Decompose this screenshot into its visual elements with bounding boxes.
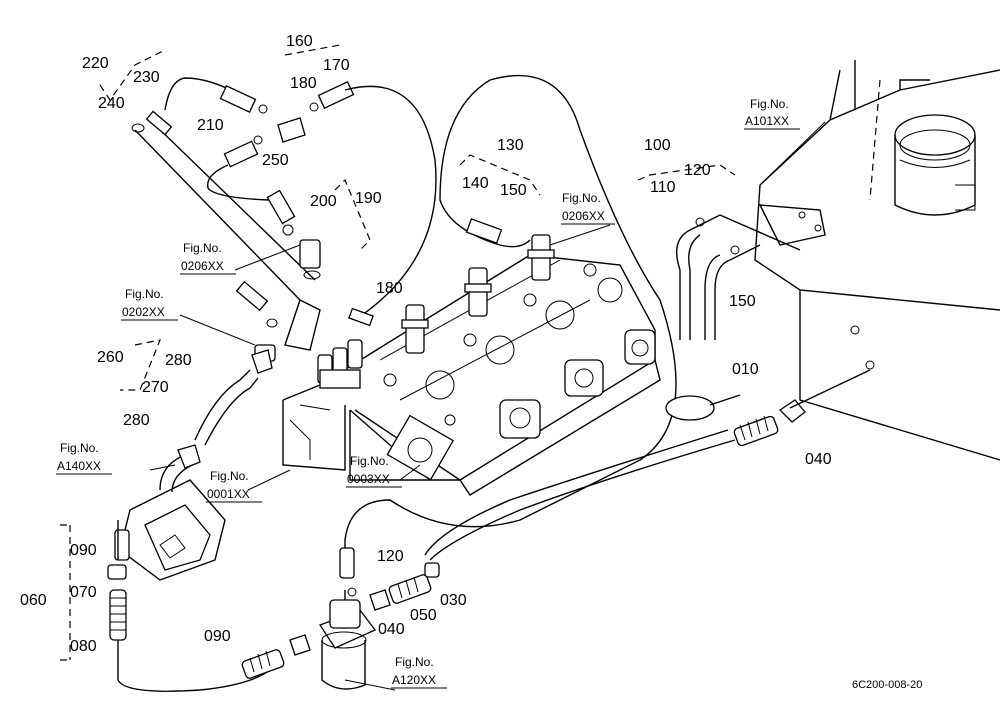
part-label: 280 [123, 412, 150, 429]
fig-ref-number: A140XX [57, 459, 101, 473]
fig-ref-label: Fig.No. [210, 469, 249, 483]
fuel-pump [114, 444, 226, 581]
part-label: 280 [165, 352, 192, 369]
part-label: 080 [70, 638, 97, 655]
part-label: 030 [440, 592, 467, 609]
fuel-feed-line [424, 369, 871, 561]
part-label: 230 [133, 69, 160, 86]
part-label: 170 [323, 57, 350, 74]
part-label: 190 [355, 190, 382, 207]
fig-ref-label: Fig.No. [350, 454, 389, 468]
pipe-assembly-060 [107, 520, 311, 692]
part-label: 240 [98, 95, 125, 112]
part-label: 150 [729, 293, 756, 310]
injection-nozzles [317, 234, 555, 389]
fig-ref-number: A101XX [745, 114, 789, 128]
part-label: 140 [462, 175, 489, 192]
part-label: 050 [410, 607, 437, 624]
part-label: 250 [262, 152, 289, 169]
coolant-hoses [676, 214, 801, 340]
fig-ref-label: Fig.No. [562, 191, 601, 205]
part-label: 130 [497, 137, 524, 154]
drawing-code: 6C200-008-20 [852, 679, 922, 691]
fig-ref-number: 0003XX [347, 472, 390, 486]
part-label: 040 [805, 451, 832, 468]
fig-ref-number: 0206XX [562, 209, 605, 223]
part-label: 270 [142, 379, 169, 396]
fig-ref-label: Fig.No. [750, 97, 789, 111]
figure-references: Fig.No. A101XX Fig.No. 0206XX Fig.No. 02… [56, 97, 800, 689]
part-label: 220 [82, 55, 109, 72]
part-label: 200 [310, 193, 337, 210]
leader-lines [149, 121, 826, 691]
part-label: 010 [732, 361, 759, 378]
part-label: 120 [684, 162, 711, 179]
part-label: 090 [70, 542, 97, 559]
part-label: 180 [290, 75, 317, 92]
part-label: 180 [376, 280, 403, 297]
part-label: 040 [378, 621, 405, 638]
part-label: 210 [197, 117, 224, 134]
fig-ref-label: Fig.No. [125, 287, 164, 301]
part-label: 070 [70, 584, 97, 601]
cylinder-head [319, 254, 661, 496]
pump-hose [194, 349, 273, 446]
part-label: 150 [500, 182, 527, 199]
part-label: 110 [650, 179, 676, 196]
fig-ref-label: Fig.No. [395, 655, 434, 669]
part-label: 100 [644, 137, 671, 154]
fig-ref-number: A120XX [392, 673, 436, 687]
fuel-filter [319, 562, 440, 690]
part-label: 060 [20, 592, 47, 609]
part-labels: 220 230 240 160 170 180 210 250 200 190 … [20, 33, 832, 655]
fig-ref-number: 0001XX [207, 487, 250, 501]
part-label: 260 [97, 349, 124, 366]
part-label: 160 [286, 33, 313, 50]
radiator-assembly [754, 60, 1000, 461]
part-label: 120 [377, 548, 404, 565]
engine-block [282, 384, 346, 471]
fig-ref-number: 0206XX [181, 259, 224, 273]
group-brackets [60, 44, 736, 661]
leak-off-pipe [339, 74, 677, 579]
fig-ref-number: 0202XX [122, 305, 165, 319]
fig-ref-label: Fig.No. [183, 241, 222, 255]
return-pipes [131, 77, 437, 362]
part-label: 090 [204, 628, 231, 645]
fig-ref-label: Fig.No. [60, 441, 99, 455]
